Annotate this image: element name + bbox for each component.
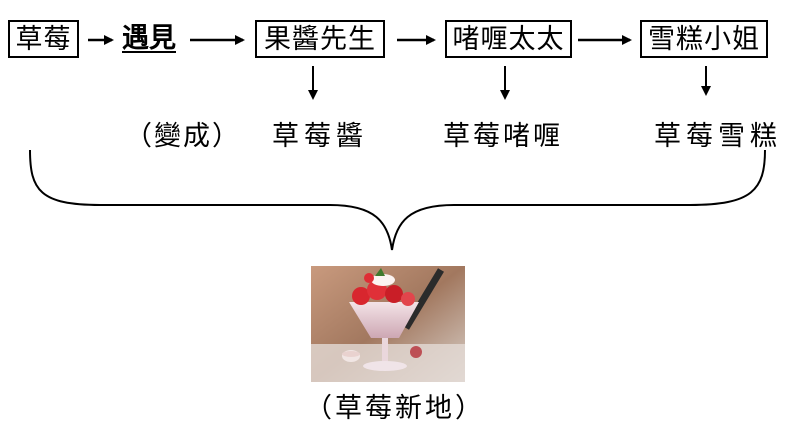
strawberry-sundae-image	[311, 266, 465, 382]
box-jam-label: 果醬先生	[264, 23, 376, 55]
box-jam: 果醬先生	[255, 20, 385, 58]
becomes-label: （變成）	[125, 121, 241, 152]
box-jelly-label: 啫喱太太	[452, 23, 565, 55]
final-caption: （草莓新地）	[305, 393, 485, 424]
result-snowcake: 草莓雪糕	[654, 121, 782, 152]
result-jam: 草莓醬	[272, 121, 368, 152]
box-strawberry: 草莓	[8, 20, 79, 58]
box-strawberry-label: 草莓	[15, 23, 72, 55]
curly-brace	[29, 149, 766, 251]
meets-label: 遇見	[122, 23, 176, 54]
result-jelly: 草莓啫喱	[443, 121, 563, 152]
box-snowcake: 雪糕小姐	[640, 20, 768, 58]
box-jelly: 啫喱太太	[445, 20, 572, 58]
box-snowcake-label: 雪糕小姐	[648, 23, 760, 55]
